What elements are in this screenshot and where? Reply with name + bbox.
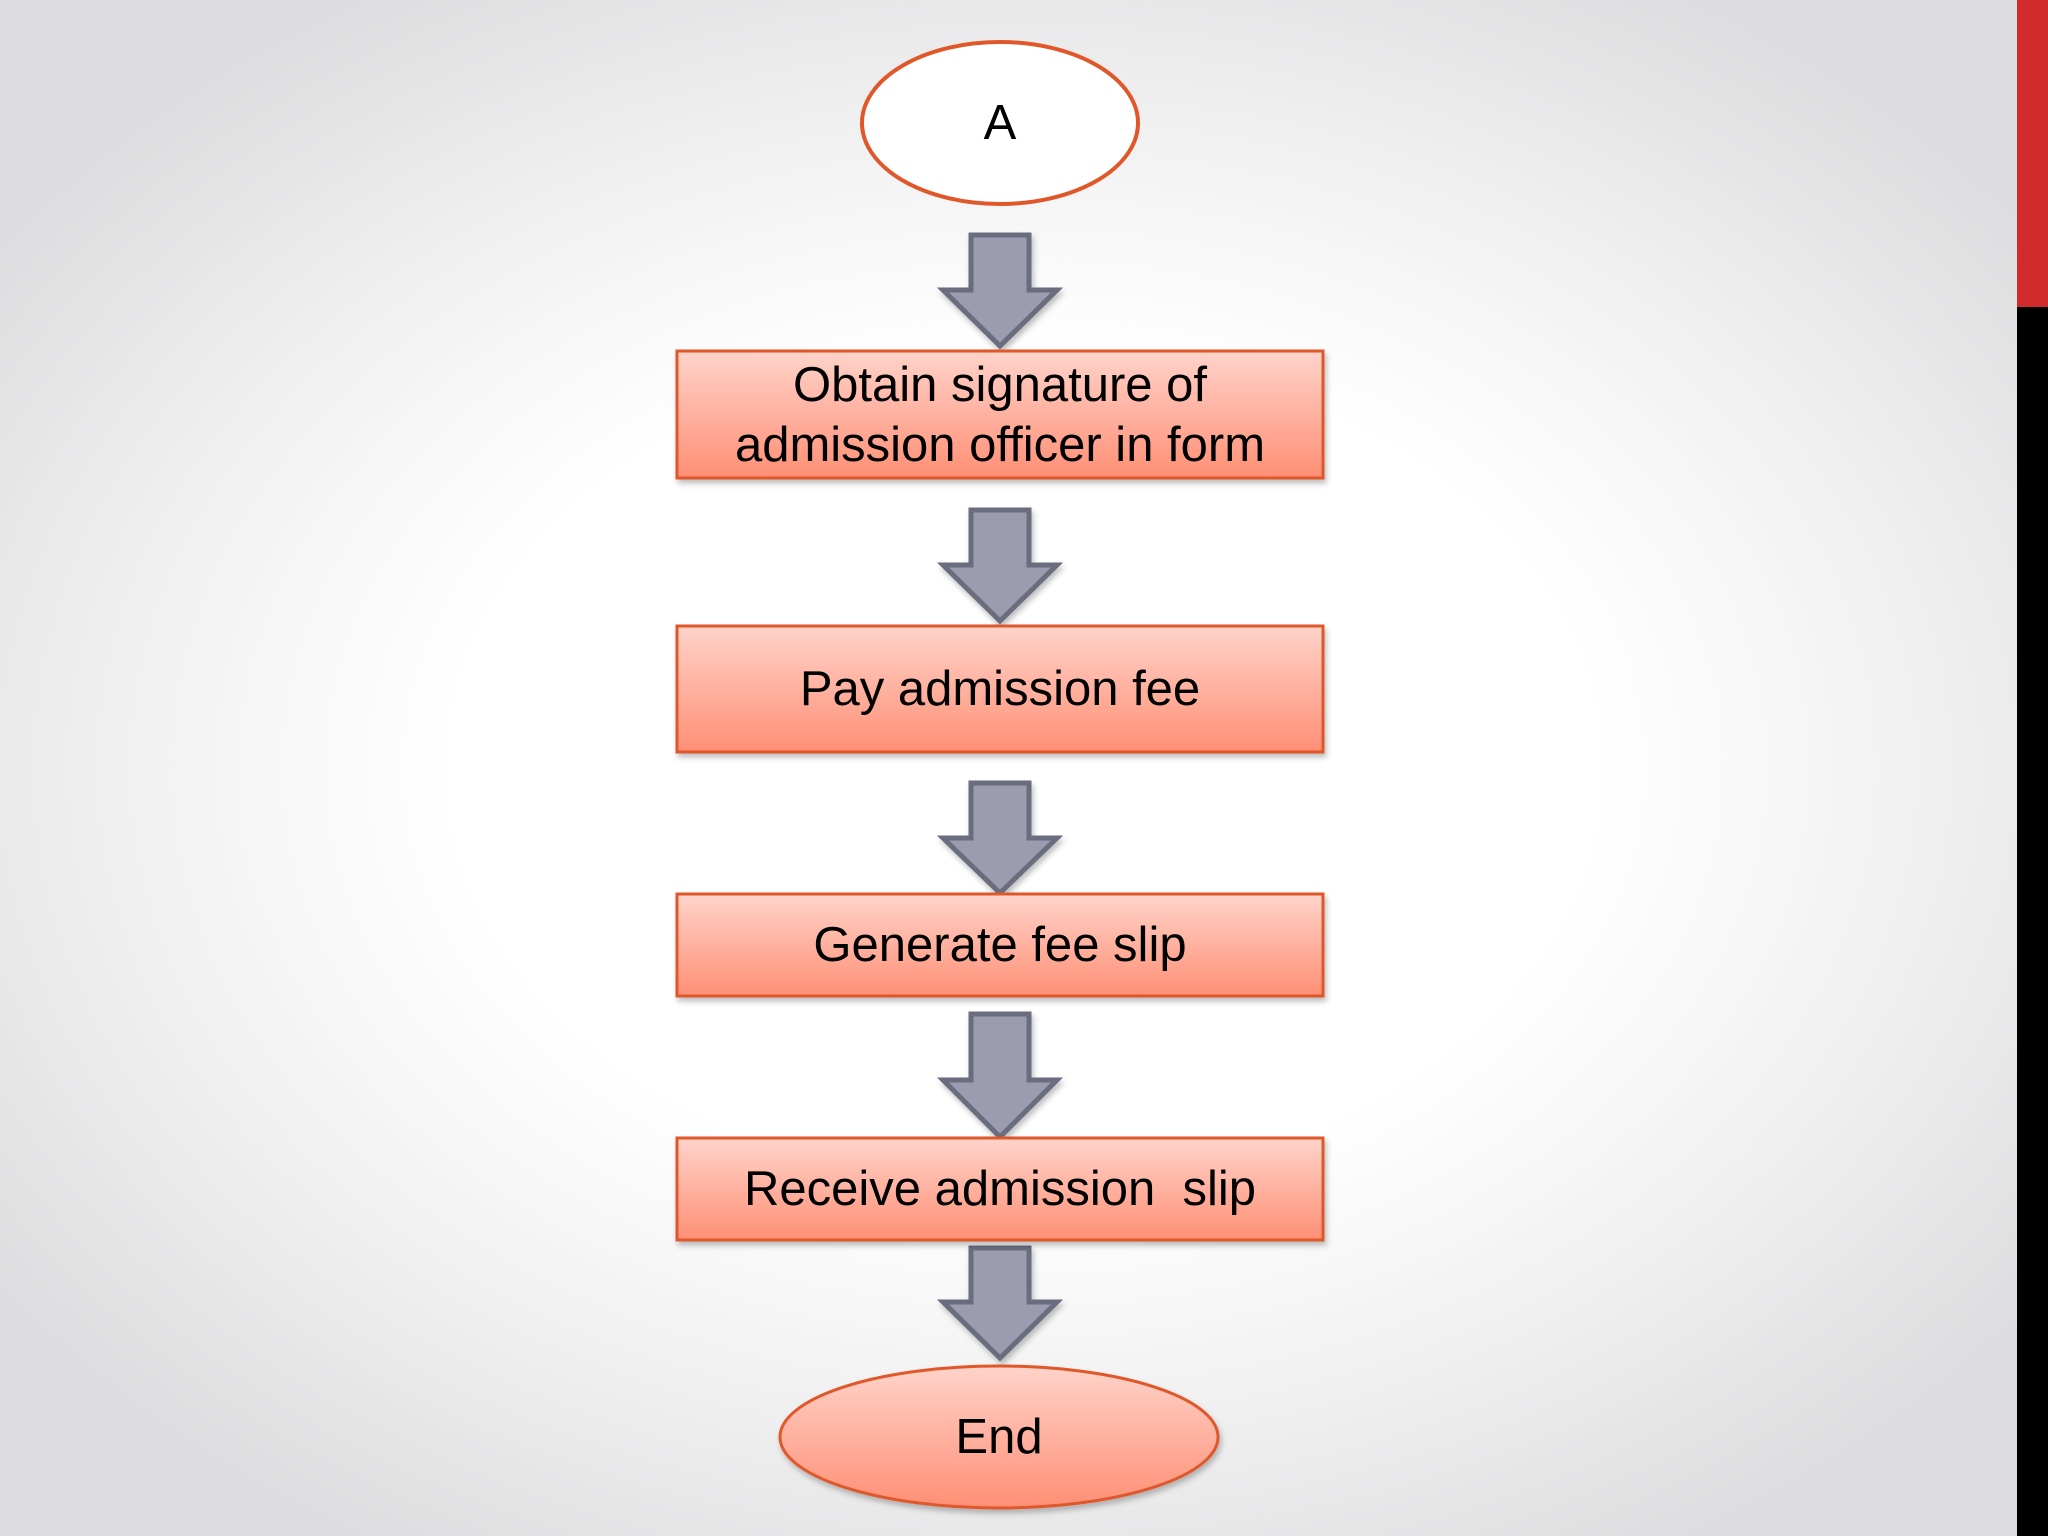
arrow-step-2-to-step-3 (936, 780, 1064, 897)
arrow-step-4-to-end (936, 1245, 1064, 1362)
step-box-4 (675, 1136, 1325, 1242)
start-node (860, 40, 1140, 206)
start-node-label: A (983, 96, 1017, 150)
arrow-step-1-to-step-2 (936, 507, 1064, 625)
arrow-step-3-to-step-4 (936, 1011, 1064, 1141)
end-node-label: End (955, 1410, 1043, 1464)
end-node (778, 1364, 1220, 1510)
arrow-start-to-step-1 (936, 232, 1064, 350)
step-box-3 (675, 892, 1325, 998)
step-3-label: Generate fee slip (813, 918, 1187, 972)
accent-bar-black (2017, 307, 2048, 1536)
step-box-2 (675, 624, 1325, 754)
accent-bar-red (2017, 0, 2048, 307)
step-4-label: Receive admission slip (744, 1162, 1256, 1216)
step-2-label: Pay admission fee (799, 662, 1201, 716)
step-1-label: Obtain signature of admission officer in… (734, 357, 1266, 472)
step-box-1 (675, 349, 1325, 480)
